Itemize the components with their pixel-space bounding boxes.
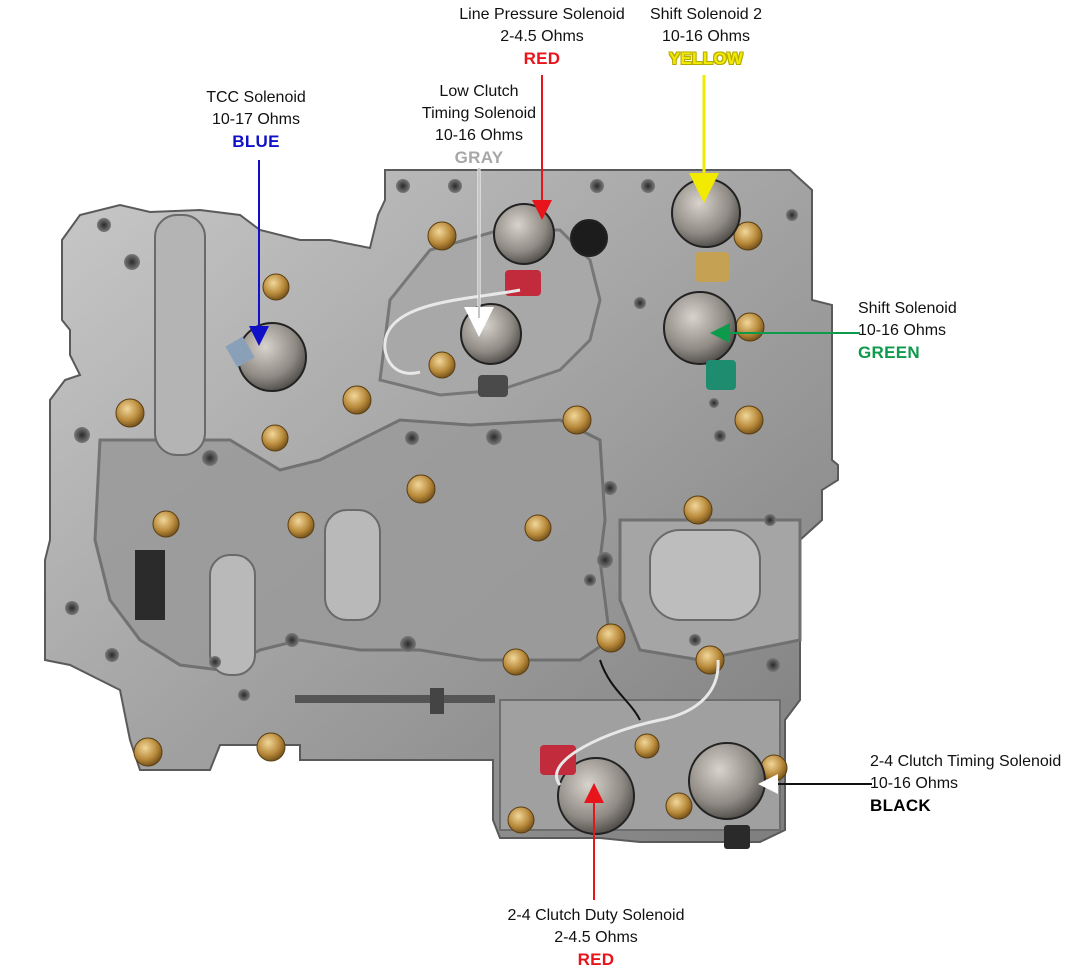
shift-solenoid-2-label: Shift Solenoid 2 10-16 Ohms YELLOW: [636, 4, 776, 70]
shift2-ohms: 10-16 Ohms: [661, 28, 751, 45]
clutch24-timing-color: BLACK: [870, 796, 931, 815]
tcc-solenoid-label: TCC Solenoid 10-17 Ohms BLUE: [195, 87, 317, 153]
tcc-name: TCC Solenoid: [206, 89, 306, 106]
shift2-color: YELLOW: [668, 49, 744, 68]
clutch24-duty-solenoid-label: 2-4 Clutch Duty Solenoid 2-4.5 Ohms RED: [496, 905, 696, 971]
line-pressure-name: Line Pressure Solenoid: [459, 6, 625, 23]
clutch24-timing-ohms: 10-16 Ohms: [870, 775, 959, 792]
low-clutch-ohms: 10-16 Ohms: [434, 127, 524, 144]
shift-solenoid-label: Shift Solenoid 10-16 Ohms GREEN: [858, 298, 984, 364]
clutch24-duty-color: RED: [577, 950, 615, 969]
shift2-name: Shift Solenoid 2: [649, 6, 763, 23]
clutch24-timing-name: 2-4 Clutch Timing Solenoid: [870, 753, 1062, 770]
clutch24-duty-ohms: 2-4.5 Ohms: [554, 929, 638, 946]
low-clutch-name-1: Low Clutch: [439, 83, 519, 100]
line-pressure-solenoid-label: Line Pressure Solenoid 2-4.5 Ohms RED: [450, 4, 634, 70]
shift-color: GREEN: [858, 343, 920, 362]
clutch24-timing-solenoid-label: 2-4 Clutch Timing Solenoid 10-16 Ohms BL…: [870, 751, 1076, 817]
low-clutch-name-2: Timing Solenoid: [421, 105, 537, 122]
low-clutch-color: GRAY: [454, 148, 504, 167]
low-clutch-timing-solenoid-label: Low Clutch Timing Solenoid 10-16 Ohms GR…: [408, 81, 550, 169]
clutch24-duty-name: 2-4 Clutch Duty Solenoid: [507, 907, 685, 924]
shift-name: Shift Solenoid: [858, 300, 957, 317]
shift-ohms: 10-16 Ohms: [858, 322, 947, 339]
tcc-ohms: 10-17 Ohms: [211, 111, 301, 128]
line-pressure-ohms: 2-4.5 Ohms: [500, 28, 584, 45]
line-pressure-color: RED: [523, 49, 561, 68]
tcc-color: BLUE: [232, 132, 280, 151]
